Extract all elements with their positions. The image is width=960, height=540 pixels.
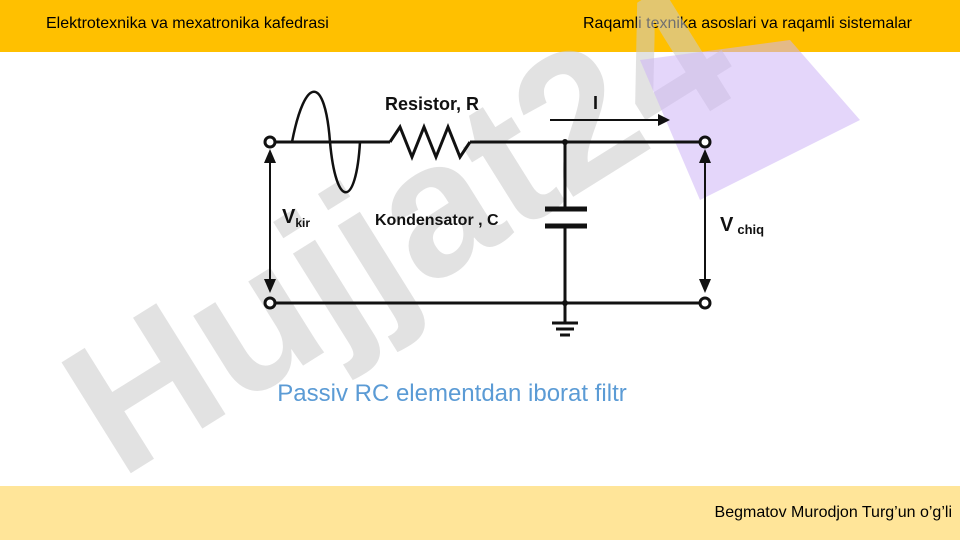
author-name: Begmatov Murodjon Turg’un o’g’li (714, 504, 952, 521)
vin-arrow-up (264, 149, 276, 163)
vin-label: Vkir (282, 206, 310, 230)
course-title: Raqamli texnika asoslari va raqamli sist… (582, 15, 912, 32)
vin-arrow-down (264, 279, 276, 293)
junction-top (562, 139, 568, 145)
junction-bottom (562, 300, 568, 306)
vout-arrow-up (699, 149, 711, 163)
figure-caption: Passiv RC elementdan iborat filtr (277, 380, 627, 407)
terminal-out-bottom (698, 296, 712, 310)
current-label: I (593, 93, 598, 113)
footer-bar: Begmatov Murodjon Turg’un o’g’li (0, 486, 960, 540)
resistor-label: Resistor, R (385, 94, 479, 114)
current-arrow-head (658, 114, 670, 126)
department-title: Elektrotexnika va mexatronika kafedrasi (46, 15, 329, 32)
header-bar: Elektrotexnika va mexatronika kafedrasi … (0, 0, 960, 52)
sine-wave-icon (290, 90, 362, 194)
capacitor-label: Kondensator , C (375, 212, 499, 229)
vout-arrow-down (699, 279, 711, 293)
terminal-in-top (263, 135, 277, 149)
resistor-symbol (388, 122, 472, 162)
terminal-in-bottom (263, 296, 277, 310)
terminal-out-top (698, 135, 712, 149)
